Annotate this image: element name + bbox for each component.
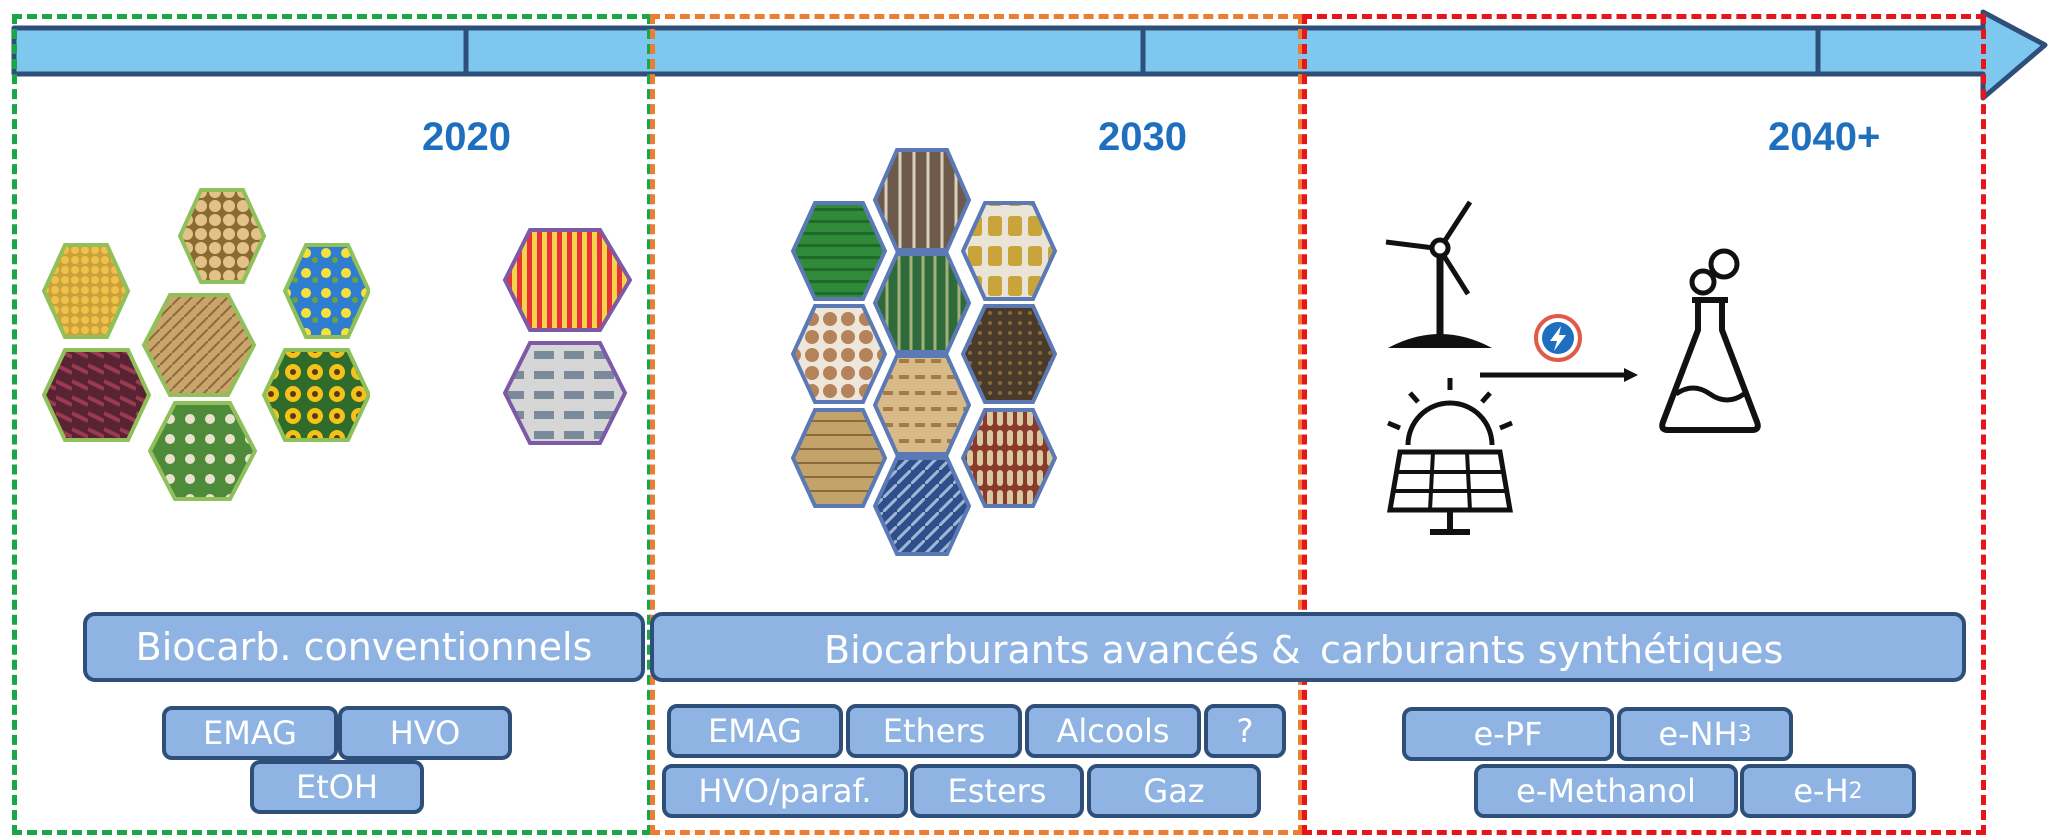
fuel-pill-alcools: Alcools [1025,704,1201,758]
band-advanced-label: Biocarburants avancés & [824,628,1301,672]
algae-icon [872,456,972,556]
oil-bottle-icon [960,201,1058,301]
lightning-icon [1534,314,1582,362]
fuel-pill-hvo-2020: HVO [338,706,512,760]
car-icon [502,341,628,445]
year-2040: 2040+ [1768,115,1881,159]
fuel-pill-hvo-paraf: HVO/paraf. [662,764,908,818]
period-frame-2020 [12,14,652,835]
straw-icon [790,408,888,508]
period-frame-2030 [650,14,1303,835]
fuel-pill-e-pf: e-PF [1402,707,1614,761]
nut-shell-icon [790,304,888,404]
wood-icon [872,148,972,252]
fuel-pill-question: ? [1204,704,1286,758]
sugarbeet-icon [147,401,258,501]
bin-icon [790,201,888,301]
wheat-icon [141,293,257,397]
bamboo-icon [872,252,972,354]
feedstock-cluster-2030 [790,148,1058,556]
biomass-icon [960,304,1058,404]
period-frame-2040 [1302,14,1986,835]
e-nh3-subscript: 3 [1737,721,1752,747]
chips-icon [872,354,972,456]
fries-icon [502,228,633,332]
year-2030: 2030 [1098,115,1187,159]
fuel-pill-gaz: Gaz [1087,764,1261,818]
e-h2-subscript: 2 [1848,778,1863,804]
flask-icon [1659,248,1761,433]
fuel-pill-esters: Esters [910,764,1084,818]
band-synthetic-label: carburants synthétiques [1320,628,1784,672]
fuel-pill-ethers: Ethers [846,704,1022,758]
fuel-pill-emag-2030: EMAG [667,704,843,758]
feedstock-cluster-2020 [41,188,370,501]
year-2020: 2020 [422,115,511,159]
efuel-schematic [1385,200,1761,535]
used-oil-cluster-2020 [502,228,633,445]
e-h2-base: e-H [1793,772,1849,810]
soybean-icon [177,188,267,284]
corn-icon [41,243,131,339]
sugarcane-icon [41,348,152,442]
solar-panel-icon [1387,378,1513,535]
fuel-pill-emag-2020: EMAG [162,706,338,760]
fuel-pill-e-methanol: e-Methanol [1474,764,1738,818]
wind-turbine-icon [1385,200,1492,348]
corncob-icon [960,408,1058,508]
e-nh3-base: e-NH [1658,715,1738,753]
band-conventional-label: Biocarb. conventionnels [135,625,593,669]
sunflower-icon [261,348,370,442]
band-conventional: Biocarb. conventionnels [83,612,645,682]
rapeseed-icon [282,243,370,339]
band-advanced-synthetic: Biocarburants avancés & carburants synth… [650,612,1966,682]
fuel-pill-etoh-2020: EtOH [250,760,424,814]
